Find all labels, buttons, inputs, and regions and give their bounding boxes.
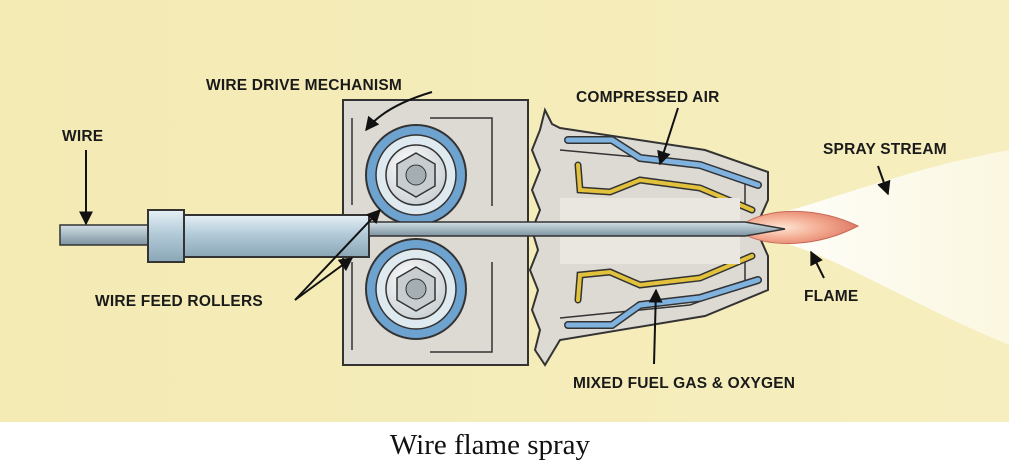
label-wire-drive-mechanism: WIRE DRIVE MECHANISM [206,77,402,94]
wire-feed-roller-top [365,124,467,226]
flame [739,210,860,244]
leader-lines [79,91,891,365]
wire-feed-roller-bottom [365,238,467,340]
label-compressed-air: COMPRESSED AIR [576,89,719,106]
label-spray-stream: SPRAY STREAM [823,141,947,158]
wire [368,221,786,237]
figure-caption: Wire flame spray [155,422,825,469]
label-flame: FLAME [804,288,858,305]
label-mixed-fuel-gas-oxygen: MIXED FUEL GAS & OXYGEN [573,375,795,392]
wire-guide-tube [59,209,370,263]
nozzle-head [528,107,769,367]
spray-stream [760,150,1009,345]
label-wire-feed-rollers: WIRE FEED ROLLERS [95,293,263,310]
label-wire: WIRE [62,128,103,145]
